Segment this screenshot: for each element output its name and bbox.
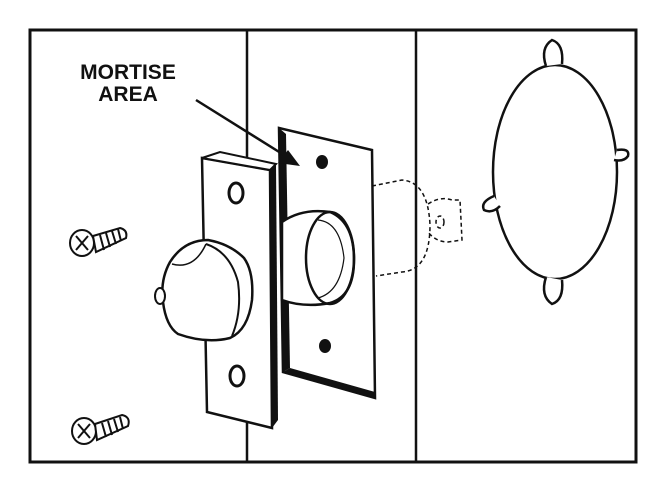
faceplate-screw-hole-bottom	[228, 364, 246, 388]
bolt-path-dashed	[371, 179, 463, 277]
latch-deadlatch-plunger	[154, 287, 166, 305]
strike-screw-hole-top	[316, 155, 328, 169]
faceplate-screw-hole-top	[227, 181, 245, 205]
callout-label-line2: AREA	[98, 83, 158, 106]
strike-screw-hole-bottom	[319, 339, 331, 353]
latch-bolt	[154, 238, 254, 342]
callout-arrow	[195, 98, 300, 166]
screw-bottom	[71, 413, 130, 445]
bore-hole-template	[481, 38, 630, 306]
callout-label-line1: MORTISE	[80, 61, 176, 84]
latch-housing	[280, 209, 356, 307]
screw-top	[69, 226, 128, 257]
